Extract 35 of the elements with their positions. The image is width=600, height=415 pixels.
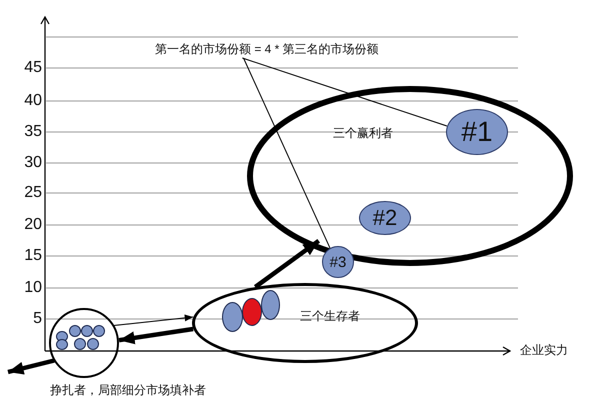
company-dot (74, 338, 86, 350)
axis-tick-label: 25 (24, 184, 42, 202)
group-label: 挣扎者，局部细分市场填补者 (50, 383, 206, 398)
arrow (7, 358, 55, 375)
axis-tick-label: 45 (24, 59, 42, 77)
axis-tick-label: 15 (24, 247, 42, 265)
company-ellipse (261, 290, 280, 320)
rank-ellipse: #2 (359, 201, 411, 235)
rank-ellipse: #1 (446, 109, 508, 155)
axis-tick-label: 20 (24, 216, 42, 234)
arrow (118, 326, 194, 344)
group-label: 三个赢利者 (333, 126, 393, 141)
leader-line (243, 58, 330, 249)
company-dot (93, 325, 105, 337)
axis-tick-label: 30 (24, 154, 42, 172)
rank-ellipse: #3 (322, 246, 354, 278)
group-label: 三个生存者 (300, 309, 360, 324)
axis-title: 企业实力 (520, 342, 568, 358)
ellipse-outline (192, 283, 418, 363)
company-dot (56, 339, 68, 350)
company-dot (56, 331, 68, 342)
annotation-text: 第一名的市场份额 = 4 * 第三名的市场份额 (155, 40, 391, 58)
ellipse-outline (247, 86, 573, 266)
leader-line (242, 58, 448, 127)
axis-tick-label: 35 (24, 123, 42, 141)
axis-tick-label: 10 (24, 279, 42, 297)
arrow (113, 314, 194, 326)
company-dot (87, 338, 99, 350)
company-ellipse (222, 302, 243, 332)
company-ellipse (242, 298, 262, 326)
axis-tick-label: 5 (33, 310, 42, 328)
company-dot (81, 325, 93, 337)
company-dot (69, 325, 81, 337)
arrow (254, 238, 320, 289)
axis-tick-label: 40 (24, 92, 42, 110)
